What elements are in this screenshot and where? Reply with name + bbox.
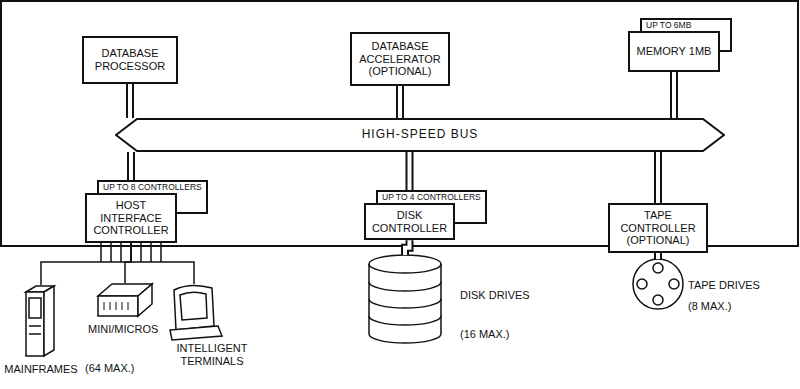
front-card: MEMORY 1MB bbox=[628, 31, 720, 72]
pipe-core bbox=[408, 152, 412, 190]
connector-group bbox=[409, 152, 410, 190]
connector-group bbox=[131, 152, 132, 180]
node-text: UP TO 6MB bbox=[646, 21, 726, 31]
bus-band: HIGH-SPEED BUS bbox=[115, 118, 725, 152]
pipe-core bbox=[656, 152, 660, 203]
connector-group bbox=[41, 243, 131, 285]
front-card: HOST INTERFACE CONTROLLER bbox=[85, 193, 177, 243]
bus-pipe bbox=[405, 240, 410, 255]
terminal-device: INTELLIGENT TERMINALS bbox=[170, 284, 254, 367]
cable-line bbox=[131, 243, 194, 284]
node-text: HOST INTERFACE CONTROLLER bbox=[91, 199, 171, 237]
cable-line bbox=[125, 243, 131, 283]
minicomputer-device: MINI/MICROS bbox=[88, 283, 158, 336]
terminal-icon bbox=[170, 285, 222, 340]
bus-pipe bbox=[670, 72, 678, 118]
disk-drive-icon bbox=[369, 255, 441, 343]
count-note: (64 MAX.) bbox=[85, 362, 135, 374]
mainframe-device: MAINFRAMES bbox=[2, 285, 80, 376]
connector-group bbox=[405, 240, 410, 255]
node-text: DATABASE ACCELERATOR (OPTIONAL) bbox=[356, 40, 444, 78]
tape-reel-icon bbox=[633, 259, 683, 309]
memory-box: UP TO 6MBMEMORY 1MB bbox=[628, 18, 720, 72]
node-text: TAPE DRIVES bbox=[688, 279, 790, 292]
node-text: DATABASE PROCESSOR bbox=[88, 47, 172, 72]
node-text: TAPE CONTROLLER (OPTIONAL) bbox=[614, 209, 702, 247]
node-text: UP TO 4 CONTROLLERS bbox=[382, 193, 481, 203]
bus-pipe bbox=[396, 86, 404, 118]
connector-group bbox=[131, 243, 194, 284]
connector-group bbox=[674, 72, 675, 118]
pipe-core bbox=[405, 240, 410, 255]
disk-drive-device: DISK DRIVES (16 MAX.) bbox=[365, 255, 555, 340]
mainframe-icon bbox=[26, 286, 54, 356]
tape-drive-device: TAPE DRIVES (8 MAX.) bbox=[630, 259, 790, 312]
disk-controller-box: UP TO 4 CONTROLLERSDISK CONTROLLER bbox=[364, 190, 455, 240]
mini-computer-icon bbox=[98, 284, 152, 316]
node-text: MINI/MICROS bbox=[88, 323, 158, 336]
pipe-core bbox=[672, 72, 676, 118]
node-text: HIGH-SPEED BUS bbox=[362, 128, 479, 142]
pipe-core bbox=[656, 253, 660, 259]
accelerator-box: DATABASE ACCELERATOR (OPTIONAL) bbox=[350, 32, 450, 86]
pipe-core bbox=[128, 84, 132, 118]
node-text: DISK DRIVES bbox=[460, 289, 555, 302]
connector-group bbox=[125, 243, 131, 283]
node-text: UP TO 8 CONTROLLERS bbox=[103, 183, 202, 193]
node-text: DISK CONTROLLER bbox=[370, 209, 449, 234]
front-card: DISK CONTROLLER bbox=[364, 203, 455, 240]
bus-pipe bbox=[406, 152, 414, 190]
connector-group bbox=[400, 86, 401, 118]
processor-box: DATABASE PROCESSOR bbox=[82, 36, 178, 84]
bus-pipe bbox=[654, 152, 662, 203]
node-text: MAINFRAMES bbox=[2, 363, 80, 376]
node-text: INTELLIGENT TERMINALS bbox=[170, 342, 254, 367]
tape-controller-box: TAPE CONTROLLER (OPTIONAL) bbox=[608, 203, 708, 253]
bus-pipe bbox=[127, 152, 135, 180]
cable-line bbox=[41, 243, 131, 285]
bus-shape bbox=[116, 119, 724, 151]
node-text: (8 MAX.) bbox=[688, 300, 790, 313]
pipe-core bbox=[398, 86, 402, 118]
bus-pipe bbox=[654, 253, 662, 259]
bus-pipe bbox=[126, 84, 134, 118]
host-controller-box: UP TO 8 CONTROLLERSHOST INTERFACE CONTRO… bbox=[85, 180, 177, 243]
connector-group bbox=[658, 152, 659, 203]
pipe-core bbox=[129, 152, 133, 180]
connector-group bbox=[658, 253, 659, 259]
node-text: (16 MAX.) bbox=[460, 328, 555, 341]
node-text: MEMORY 1MB bbox=[634, 45, 714, 58]
connector-group bbox=[130, 84, 131, 118]
